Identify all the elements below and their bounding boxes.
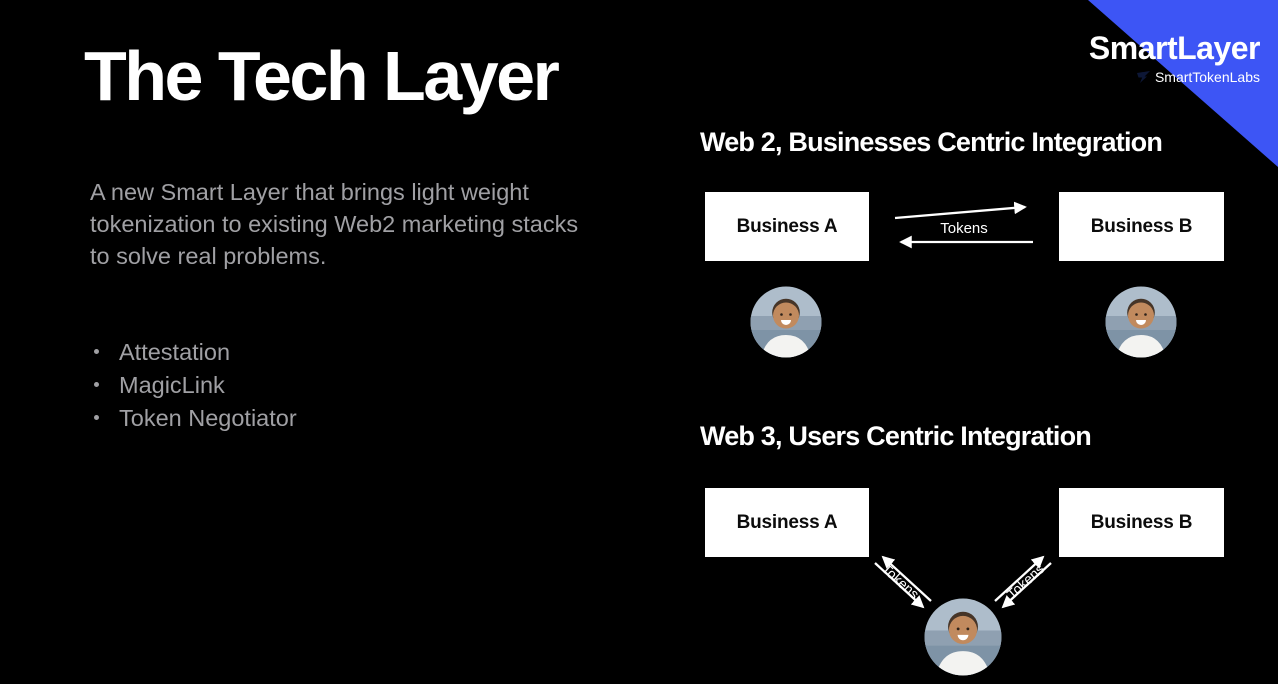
list-item-label: Token Negotiator (119, 405, 297, 431)
arrow-up-left-icon (881, 555, 932, 602)
bullet-icon (94, 382, 99, 388)
brand-subtitle: SmartTokenLabs (1154, 68, 1260, 85)
box-label: Business B (1090, 215, 1193, 237)
web3-business-b-box: Business B (1059, 488, 1224, 557)
web3-business-a-box: Business A (705, 488, 869, 557)
box-label: Business A (736, 511, 838, 533)
web2-business-a-box: Business A (705, 192, 869, 261)
brand-name: SmartLayer (1088, 30, 1261, 66)
slide-description: A new Smart Layer that brings light weig… (90, 179, 579, 269)
bullet-icon (94, 349, 99, 355)
arrow-down-left-icon (1001, 562, 1052, 609)
arrow-down-right-icon (874, 562, 925, 609)
web2-token-arrows: Tokens (894, 201, 1033, 249)
box-label: Business B (1090, 511, 1193, 533)
box-label: Business A (736, 215, 838, 237)
list-item-label: MagicLink (119, 372, 225, 398)
list-item-label: Attestation (119, 339, 231, 365)
tokens-label: Tokens (940, 220, 988, 237)
brand-logo: SmartLayer SmartTokenLabs (1088, 30, 1261, 85)
smarttokenlabs-icon (1136, 70, 1150, 83)
brand-corner-accent (1088, 0, 1278, 167)
corner-triangle (1088, 0, 1278, 167)
brand-subtitle-row: SmartTokenLabs (1089, 69, 1260, 85)
feature-list: Attestation MagicLink Token Negotiator (94, 340, 297, 439)
bullet-icon (94, 415, 99, 421)
web2-business-b-box: Business B (1059, 192, 1224, 261)
tokens-label-left: Tokens (879, 560, 923, 602)
tokens-label-right: Tokens (1003, 560, 1047, 602)
arrow-right-icon (894, 201, 1027, 220)
slide-title: The Tech Layer (84, 37, 560, 115)
arrow-up-right-icon (994, 555, 1045, 602)
list-item: Attestation (94, 340, 297, 364)
web3-heading: Web 3, Users Centric Integration (700, 421, 1092, 451)
list-item: MagicLink (94, 373, 297, 397)
user-avatar (750, 286, 822, 358)
web2-heading: Web 2, Businesses Centric Integration (700, 127, 1163, 157)
user-avatar (1105, 286, 1177, 358)
list-item: Token Negotiator (94, 406, 297, 430)
user-avatar (924, 598, 1002, 676)
